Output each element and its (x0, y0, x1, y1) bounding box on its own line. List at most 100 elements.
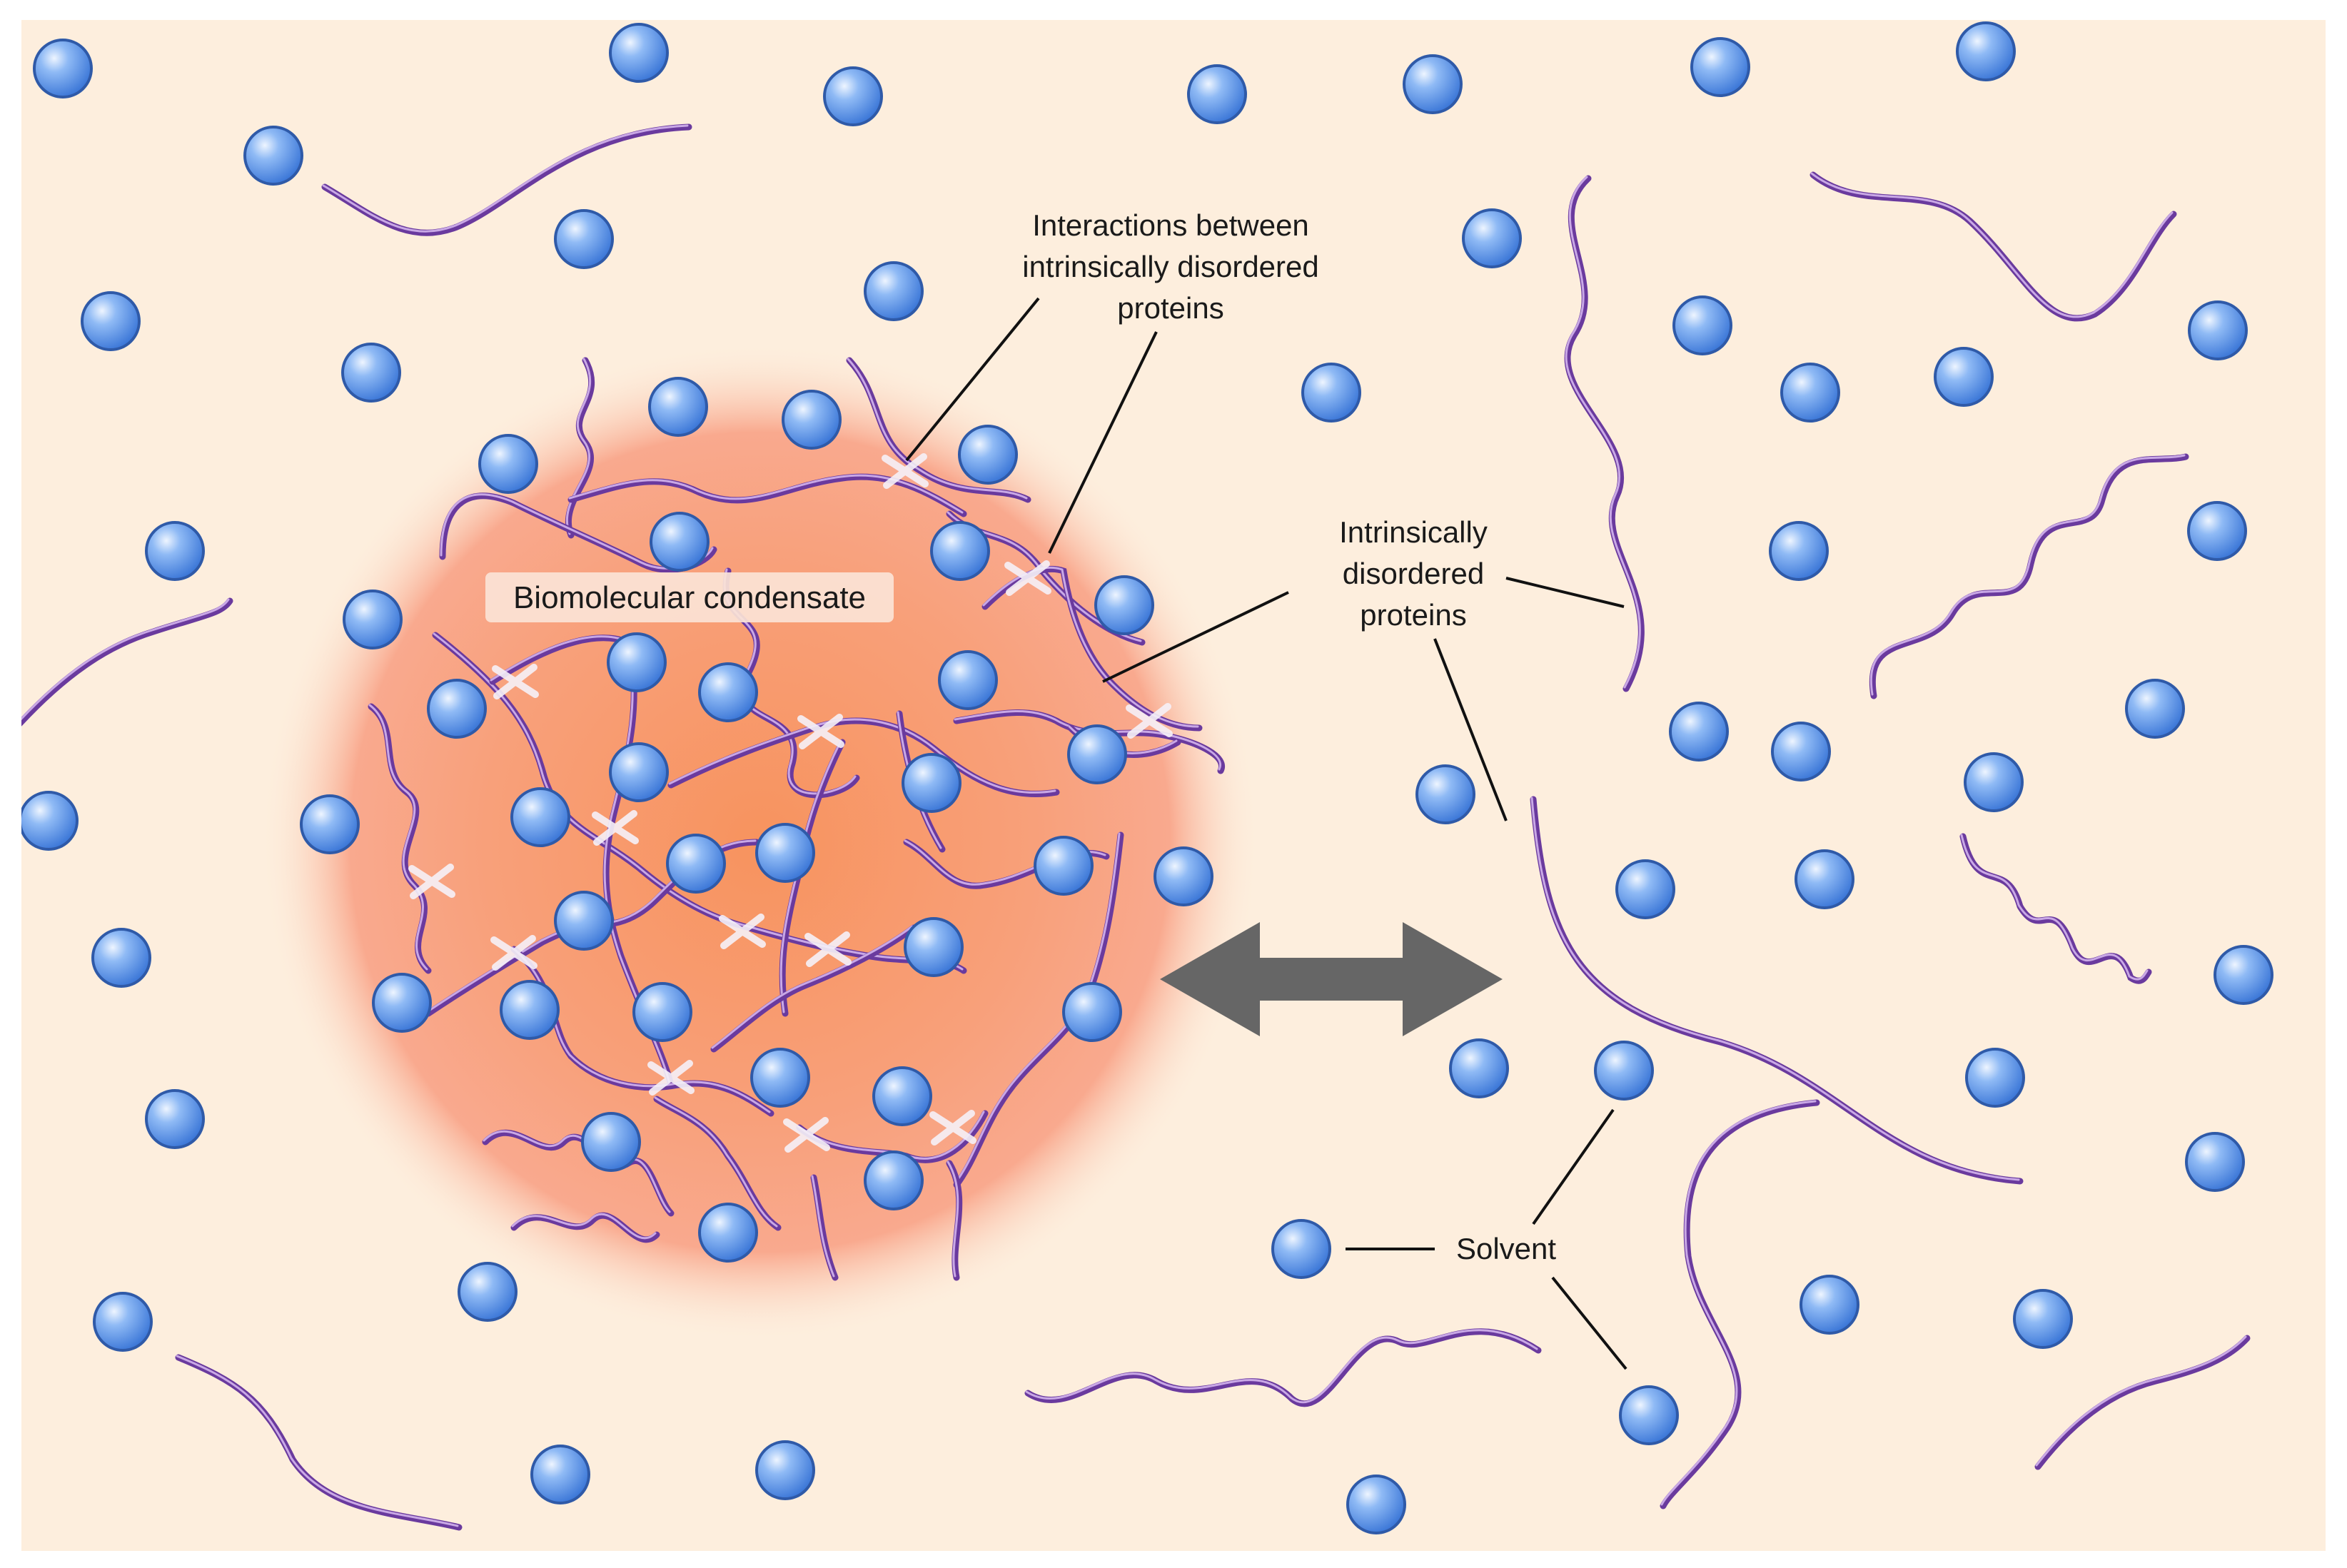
solvent-molecule (145, 1089, 205, 1149)
solvent-molecule (554, 209, 614, 269)
interaction-site (719, 914, 766, 949)
solvent-molecule (632, 982, 692, 1042)
interaction-site (929, 1110, 976, 1145)
solvent-molecule (1094, 575, 1154, 635)
solvent-molecule (648, 377, 708, 437)
protein-chain (653, 1096, 782, 1231)
solvent-molecule (1965, 1048, 2025, 1108)
solvent-molecule (1964, 752, 2024, 812)
leader-line-solvent-3 (1551, 1276, 1627, 1370)
solvent-molecule (2214, 945, 2273, 1005)
solvent-molecule (2187, 501, 2247, 561)
protein-chain (1024, 1328, 1542, 1407)
idp-label-line-2: disordered (1343, 557, 1484, 590)
solvent-molecule (1034, 836, 1094, 896)
solvent-molecule (1672, 295, 1732, 355)
solvent-molecule (930, 521, 990, 581)
protein-chain (810, 1174, 839, 1281)
solvent-molecule (1415, 764, 1475, 824)
protein-chain (710, 924, 917, 1053)
solvent-molecule (1067, 724, 1127, 784)
protein-chain (21, 597, 233, 727)
solvent-molecule (300, 794, 360, 854)
solvent-molecule (1594, 1041, 1654, 1101)
solvent-molecule (609, 23, 669, 83)
solvent-molecule (1271, 1219, 1331, 1279)
protein-chain (946, 1160, 963, 1281)
solvent-molecule (1403, 54, 1463, 114)
solvent-molecule (500, 980, 560, 1040)
protein-chain (510, 1212, 660, 1243)
solvent-molecule (755, 1440, 815, 1500)
solvent-molecule (2185, 1132, 2245, 1192)
leader-line-interaction-1 (905, 297, 1040, 462)
leader-line-idp-1 (1102, 591, 1289, 683)
protein-chain (846, 357, 1031, 503)
solvent-molecule (904, 917, 964, 977)
interactions-label-line-1: Interactions between (1032, 208, 1309, 242)
protein-chain (1530, 796, 2024, 1185)
protein-chain (1660, 1099, 1820, 1509)
solvent-molecule (1187, 64, 1247, 124)
solvent-molecule (1346, 1475, 1406, 1534)
interactions-label: Interactions between intrinsically disor… (1022, 208, 1319, 325)
solvent-molecule (1669, 702, 1729, 762)
leader-line-interaction-2 (1048, 331, 1158, 554)
protein-chain (1810, 171, 2177, 322)
solvent-molecule (650, 512, 710, 572)
solvent-molecule (782, 390, 842, 450)
solvent-molecule (2013, 1289, 2073, 1349)
protein-chain (953, 831, 1124, 1188)
protein-chain (567, 473, 967, 517)
protein-chain (321, 123, 692, 236)
interaction-site (797, 714, 844, 749)
interaction-site (492, 664, 539, 699)
solvent-molecule (91, 928, 151, 988)
interaction-site (1004, 560, 1051, 596)
idp-label: Intrinsically disordered proteins (1339, 515, 1488, 632)
solvent-molecule (823, 66, 883, 126)
solvent-molecule (750, 1048, 810, 1108)
interactions-label-line-3: proteins (1117, 291, 1223, 325)
solvent-molecule (554, 891, 614, 951)
protein-chain (1959, 833, 2152, 984)
idp-label-line-3: proteins (1360, 598, 1466, 632)
solvent-molecule (1062, 982, 1122, 1042)
solvent-molecule (2188, 300, 2248, 360)
solvent-molecule (872, 1066, 932, 1126)
interaction-site (647, 1060, 695, 1096)
solvent-molecule (607, 632, 667, 692)
protein-chain (667, 717, 1060, 797)
interaction-site (490, 935, 537, 971)
solvent-molecule (581, 1112, 641, 1172)
leader-line-solvent-2 (1532, 1108, 1615, 1225)
interaction-site (804, 931, 852, 967)
interaction-site (408, 864, 455, 899)
solvent-molecule (666, 834, 726, 894)
double-headed-arrow-icon (1160, 922, 1503, 1036)
solvent-molecule (2125, 679, 2185, 739)
solvent-molecule (609, 742, 669, 802)
condensate-label-text: Biomolecular condensate (513, 580, 866, 615)
solvent-molecule (478, 434, 538, 494)
solvent-molecule (510, 787, 570, 847)
solvent-molecule (698, 1203, 758, 1263)
solvent-molecules (21, 21, 2273, 1534)
interaction-site (882, 453, 929, 489)
solvent-molecule (1449, 1038, 1509, 1098)
solvent-molecule (1780, 363, 1840, 423)
solvent-molecule (1462, 208, 1522, 268)
leader-lines (905, 297, 1627, 1370)
solvent-molecule (864, 261, 924, 321)
solvent-molecule (698, 662, 758, 722)
solvent-molecule (458, 1262, 518, 1322)
solvent-molecule (1771, 722, 1831, 782)
solvent-molecule (1800, 1275, 1859, 1335)
protein-chain (2034, 1335, 2251, 1470)
solvent-molecule (81, 291, 141, 351)
solvent-molecule (1934, 347, 1994, 407)
protein-chain (1869, 453, 2189, 699)
idp-label-line-1: Intrinsically (1339, 515, 1488, 549)
solvent-molecule (938, 650, 998, 710)
solvent-molecule (1615, 859, 1675, 919)
